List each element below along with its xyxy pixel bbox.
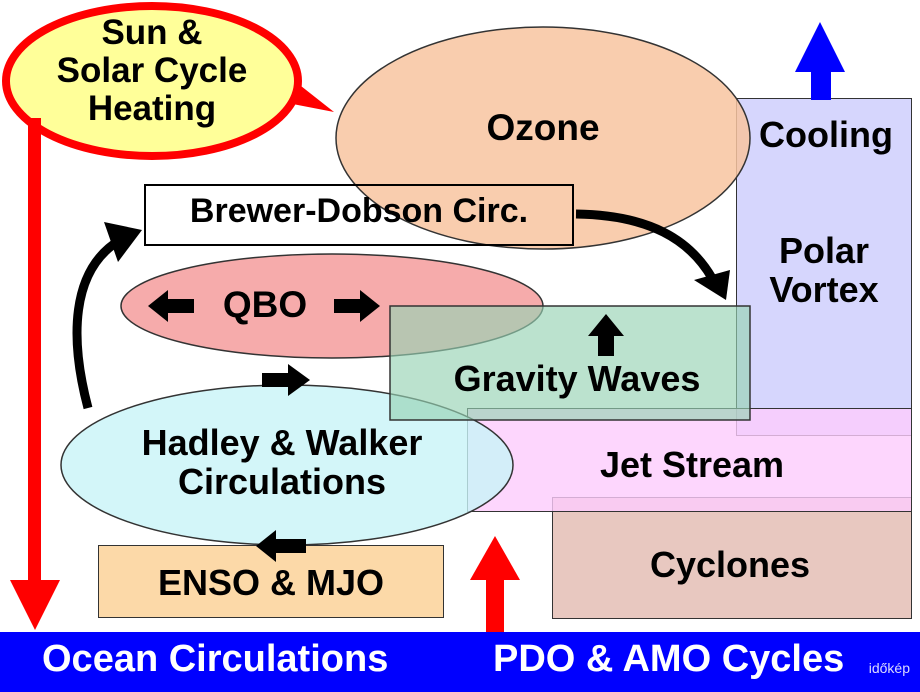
brewer-dobson-box	[144, 184, 574, 246]
curved-arrow-hadley-head	[104, 222, 142, 262]
brewer-dobson-label: Brewer-Dobson Circ.	[189, 192, 529, 230]
polar-vortex-box	[736, 98, 912, 436]
red-arrow-shaft-left	[28, 118, 41, 588]
gravity-waves-box	[389, 305, 751, 421]
watermark-logo: időkép	[868, 660, 910, 676]
curved-arrow-bd-head	[694, 270, 730, 300]
qbo-label: QBO	[222, 284, 308, 325]
gravity-up-arrow	[588, 314, 624, 356]
blue-arrow-shaft	[811, 68, 831, 100]
ozone-ellipse	[335, 26, 751, 250]
qbo-right-arrow	[334, 290, 380, 322]
cyclones-box	[552, 497, 912, 619]
ocean-circulations-label: Ocean Circulations	[42, 638, 389, 680]
curved-arrow-hadley-to-bd	[72, 236, 123, 410]
hadley-right-arrow	[262, 364, 310, 396]
jet-stream-label: Jet Stream	[599, 444, 785, 485]
cooling-label: Cooling	[759, 114, 893, 155]
jet-stream-box	[467, 408, 912, 512]
cyclones-label: Cyclones	[649, 544, 811, 585]
sun-ellipse	[2, 2, 302, 160]
enso-left-arrow	[256, 530, 306, 562]
gravity-waves-label: Gravity Waves	[453, 358, 701, 399]
red-arrow-shaft-up	[486, 576, 504, 634]
ocean-bar: Ocean Circulations PDO & AMO Cycles	[0, 632, 920, 692]
red-arrow-head-down	[10, 580, 60, 630]
red-arrow-head-up	[470, 536, 520, 580]
polar-vortex-label: Polar Vortex	[769, 230, 879, 310]
ozone-label: Ozone	[486, 107, 600, 148]
curved-arrow-bd-to-polar	[575, 209, 716, 281]
sun-label: Sun & Solar Cycle Heating	[56, 13, 248, 128]
blue-arrow-head	[795, 22, 845, 72]
qbo-left-arrow	[148, 290, 194, 322]
enso-mjo-label: ENSO & MJO	[157, 562, 385, 603]
pdo-amo-label: PDO & AMO Cycles	[493, 638, 845, 680]
hadley-walker-label: Hadley & Walker Circulations	[141, 422, 423, 502]
